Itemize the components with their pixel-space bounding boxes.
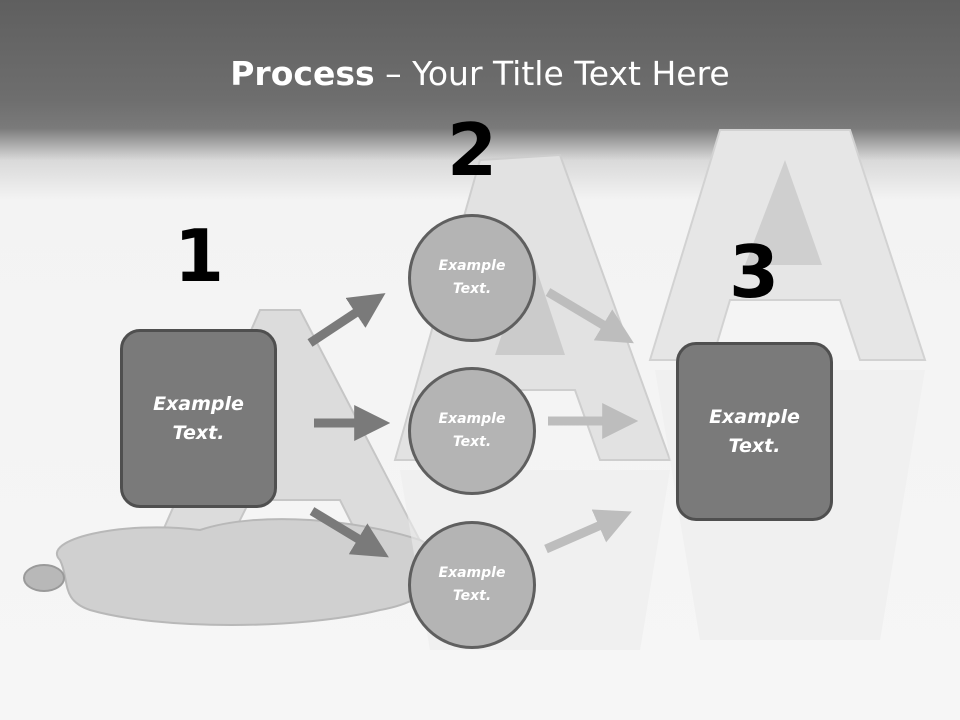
step-1-box-text: Example Text.: [153, 392, 244, 444]
step-2-circle-bottom: Example Text.: [408, 521, 536, 649]
title-rest: – Your Title Text Here: [374, 54, 730, 93]
slide-title: Process – Your Title Text Here: [0, 52, 960, 96]
step-1-box: Example Text.: [120, 329, 277, 508]
step-1-number: 1: [173, 214, 225, 298]
arrow-bottom-to-3: [544, 509, 632, 554]
circle-top-text: Example Text.: [438, 258, 506, 297]
step-3-box-text: Example Text.: [709, 405, 800, 457]
circle-bottom-text: Example Text.: [438, 565, 506, 604]
circle-middle-text: Example Text.: [438, 411, 506, 450]
step-3-number: 3: [728, 230, 780, 314]
title-bold: Process: [230, 54, 375, 93]
arrow-1-to-top: [307, 293, 386, 347]
arrow-top-to-3: [545, 288, 634, 344]
step-3-box: Example Text.: [676, 342, 833, 521]
bg-letter-a-right-hole: [745, 160, 822, 265]
step-2-number: 2: [446, 108, 498, 192]
bg-droplet: [23, 564, 65, 592]
arrow-1-to-bottom: [309, 507, 389, 558]
step-2-circle-middle: Example Text.: [408, 367, 536, 495]
step-2-circle-top: Example Text.: [408, 214, 536, 342]
